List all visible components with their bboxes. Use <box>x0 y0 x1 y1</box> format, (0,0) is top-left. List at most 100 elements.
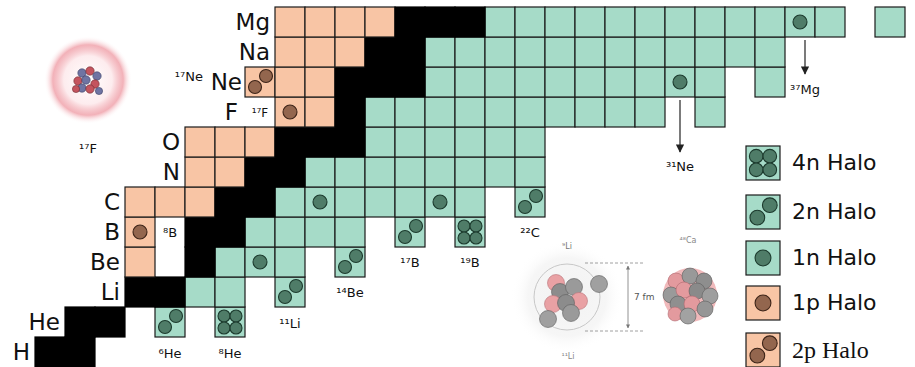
neutron-rich-cell <box>695 7 725 37</box>
stable-cell <box>365 67 395 97</box>
stable-cell <box>425 7 455 37</box>
neutron-halo-dot <box>159 321 172 334</box>
legend-text: 4n Halo <box>792 152 877 174</box>
neutron-halo-dot <box>750 210 765 225</box>
element-symbol: Ne <box>211 71 242 94</box>
nuclide-label: ⁶He <box>159 347 182 360</box>
nuclide-label: ¹¹Li <box>279 317 300 330</box>
neutron-halo-dot <box>793 15 807 29</box>
neutron-rich-cell <box>545 7 575 37</box>
neutron-rich-cell <box>155 307 185 337</box>
illustration-caption: ¹¹Li <box>561 353 574 361</box>
neutron-rich-cell <box>365 187 395 217</box>
neutron-rich-cell <box>575 7 605 37</box>
swatch-cell <box>746 286 780 320</box>
neutron-rich-cell <box>515 67 545 97</box>
neutron-rich-cell <box>545 67 575 97</box>
nuclide-label: ²²C <box>520 226 540 239</box>
proton-halo-dot <box>260 70 273 83</box>
proton-rich-cell <box>275 97 305 127</box>
nuclide-label: ¹⁹B <box>460 256 479 269</box>
f17-halo-illustration <box>44 36 132 124</box>
neutron-rich-cell <box>635 7 665 37</box>
nuclide-label: ¹⁷B <box>400 256 419 269</box>
neutron-halo-dot <box>763 149 777 163</box>
proton-rich-cell <box>215 157 245 187</box>
stable-cell <box>245 187 275 217</box>
neutron-rich-cell <box>335 157 365 187</box>
neutron-rich-cell <box>305 187 335 217</box>
neutron-rich-cell <box>815 7 845 37</box>
legend-entry: 2p Halo <box>745 332 910 367</box>
swatch-cell <box>746 146 780 180</box>
neutron-rich-cell <box>395 187 425 217</box>
legend-swatch <box>745 194 781 230</box>
stable-cell <box>305 127 335 157</box>
element-symbol: He <box>29 311 60 334</box>
neutron-rich-cell <box>335 217 365 247</box>
nuclide-label: ¹⁴Be <box>336 286 363 299</box>
stable-cell <box>365 37 395 67</box>
proton-rich-cell <box>245 127 275 157</box>
neutron-rich-cell <box>515 37 545 67</box>
proton-rich-cell <box>125 187 155 217</box>
neutron-rich-cell <box>575 37 605 67</box>
stable-cell <box>215 217 245 247</box>
illustration-caption: ⁴⁸Ca <box>680 237 697 245</box>
neutron-rich-cell <box>305 217 335 247</box>
neutron-halo-dot <box>218 322 230 334</box>
neutron-rich-cell <box>275 247 305 277</box>
stable-cell <box>155 277 185 307</box>
neutron-halo-dot <box>673 75 687 89</box>
neutron-rich-cell <box>635 67 665 97</box>
stable-cell <box>335 97 365 127</box>
proton-rich-cell <box>365 7 395 37</box>
neutron-halo-dot <box>279 291 292 304</box>
neutron-rich-cell <box>395 157 425 187</box>
neutron-rich-cell <box>605 7 635 37</box>
stable-cell <box>215 187 245 217</box>
legend-swatch <box>745 240 781 276</box>
neutron-rich-cell <box>485 157 515 187</box>
stable-cell <box>65 307 95 337</box>
neutron-halo-dot <box>530 190 543 203</box>
element-symbol: F <box>225 101 238 124</box>
neutron-halo-dot <box>399 231 412 244</box>
neutron-rich-cell <box>875 7 905 37</box>
neutron-rich-cell <box>365 97 395 127</box>
neutron-rich-cell <box>245 217 275 247</box>
neutron-rich-cell <box>485 7 515 37</box>
element-symbol: B <box>104 221 120 244</box>
neutron-rich-cell <box>515 157 545 187</box>
neutron-rich-cell <box>695 97 725 127</box>
neutron-rich-cell <box>785 7 815 37</box>
element-symbol: C <box>104 191 120 214</box>
element-symbol: H <box>13 341 30 364</box>
proton-rich-cell <box>125 217 155 247</box>
proton-halo-dot <box>750 348 765 363</box>
nuclide-label: ⁸B <box>163 226 177 239</box>
element-symbol: Mg <box>236 11 270 34</box>
neutron-halo-dot <box>253 255 267 269</box>
proton-rich-cell <box>275 67 305 97</box>
neutron-rich-cell <box>515 97 545 127</box>
stable-cell <box>95 307 125 337</box>
neutron-halo-dot <box>350 250 363 263</box>
proton-rich-cell <box>335 7 365 37</box>
neutron-rich-cell <box>485 67 515 97</box>
swatch-cell <box>746 241 780 275</box>
neutron-rich-cell <box>365 157 395 187</box>
neutron-halo-dot <box>410 220 423 233</box>
stable-cell <box>395 7 425 37</box>
neutron-halo-dot <box>218 310 230 322</box>
neutron-rich-cell <box>455 217 485 247</box>
nuclide-label: ⁸He <box>219 347 242 360</box>
legend-text: 2p Halo <box>792 338 869 362</box>
neutron-rich-cell <box>575 67 605 97</box>
stable-cell <box>275 127 305 157</box>
neutron-halo-dot <box>313 195 327 209</box>
neutron-rich-cell <box>635 97 665 127</box>
neutron-halo-dot <box>749 149 763 163</box>
stable-cell <box>275 157 305 187</box>
